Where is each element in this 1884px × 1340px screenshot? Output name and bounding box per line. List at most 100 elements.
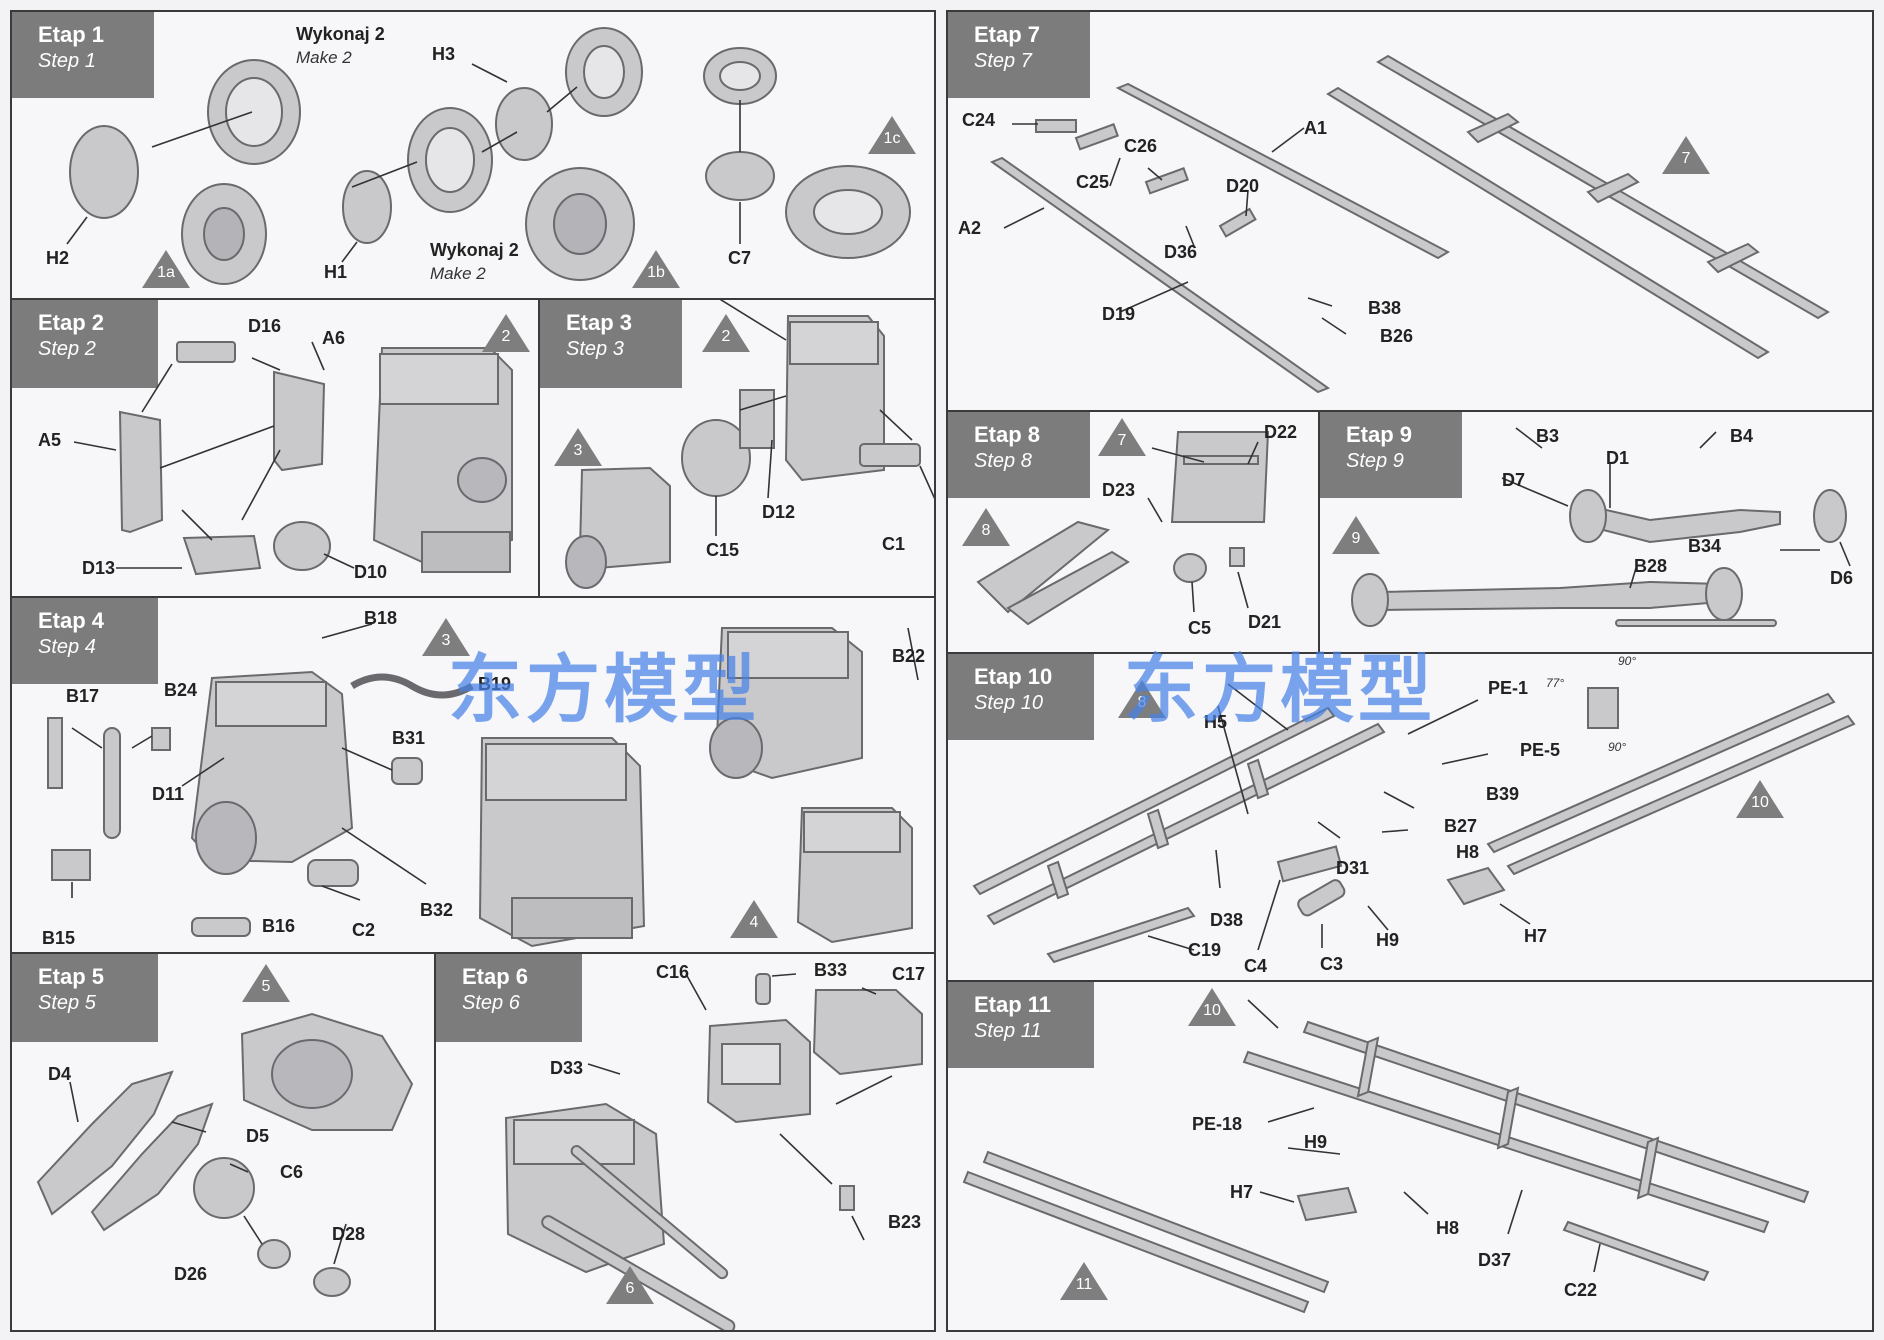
step-2-header: Etap 2 Step 2 xyxy=(12,300,158,388)
step-title: Etap 8 xyxy=(974,422,1041,447)
part-c1 xyxy=(859,443,921,467)
part-label: D10 xyxy=(354,562,388,582)
part-label: D26 xyxy=(174,1264,208,1284)
part-c2 xyxy=(307,859,359,887)
part-label: C6 xyxy=(280,1162,304,1182)
step-11-header: Etap 11 Step 11 xyxy=(948,982,1094,1068)
rod-b28 xyxy=(1615,619,1777,627)
step-2-drawing xyxy=(73,341,513,576)
step-title: Etap 11 xyxy=(974,992,1052,1017)
chassis-11-1 xyxy=(1302,1020,1810,1204)
part-label: B27 xyxy=(1444,816,1478,836)
part-label: H2 xyxy=(46,248,70,268)
step-11-panel: Etap 11 Step 11 PE-18 H9 H7 H8 D37 C22 1… xyxy=(946,980,1874,1332)
part-label: B31 xyxy=(392,728,426,748)
part-label: H5 xyxy=(1204,712,1228,732)
part-label: D11 xyxy=(152,784,185,804)
step-plate-h7 xyxy=(1296,1186,1358,1222)
step-1-panel: Etap 1 Step 1 xyxy=(10,10,936,300)
frame-rail-a2 xyxy=(989,156,1331,394)
step-subtitle: Step 10 xyxy=(974,692,1043,714)
part-label: B18 xyxy=(364,608,398,628)
part-label: C26 xyxy=(1124,136,1158,156)
step-1-header: Etap 1 Step 1 xyxy=(12,12,154,98)
step-8-panel: Etap 8 Step 8 D22 D23 C5 D21 7 8 xyxy=(946,410,1320,654)
part-label: B22 xyxy=(892,646,926,666)
rim-c7 xyxy=(705,151,775,201)
step-5-panel: Etap 5 Step 5 D4 D5 C6 D28 D26 5 xyxy=(10,952,436,1332)
part-label: C4 xyxy=(1244,956,1268,976)
part-d28 xyxy=(313,1267,351,1297)
step-badge: 3 xyxy=(554,428,602,466)
frame-bottom xyxy=(976,520,1111,614)
part-label: B16 xyxy=(262,916,296,936)
manifold-b19 xyxy=(350,673,474,699)
step-5-header: Etap 5 Step 5 xyxy=(12,954,158,1042)
part-label: B4 xyxy=(1730,426,1754,446)
step-title: Etap 1 xyxy=(38,22,105,47)
part-label: D28 xyxy=(332,1224,366,1244)
spring-c22 xyxy=(1562,1220,1710,1282)
belt-d11 xyxy=(103,727,121,839)
part-label: B24 xyxy=(164,680,198,700)
step-2-panel: Etap 2 Step 2 D16 A6 A5 D13 D10 xyxy=(10,298,540,598)
part-c6 xyxy=(193,1157,255,1219)
step-subtitle: Step 11 xyxy=(974,1020,1042,1042)
step-8-drawing xyxy=(976,431,1270,626)
step-badge: 8 xyxy=(962,508,1010,546)
part-label: D23 xyxy=(1102,480,1136,500)
part-label: C25 xyxy=(1076,172,1110,192)
frame-top xyxy=(1170,431,1270,523)
step-1-drawing xyxy=(66,27,911,285)
part-label: PE-18 xyxy=(1192,1114,1243,1134)
part-label: C16 xyxy=(656,962,690,982)
chassis-right-1 xyxy=(1486,692,1836,854)
part-label: H1 xyxy=(324,262,348,282)
part-b31 xyxy=(391,757,423,785)
hub-h1 xyxy=(342,170,392,244)
part-label: A6 xyxy=(322,328,346,348)
angle-label: 90° xyxy=(1608,740,1627,754)
part-label: D16 xyxy=(248,316,282,336)
step-11-drawing xyxy=(962,999,1810,1314)
step-subtitle: Step 2 xyxy=(38,338,96,360)
pulley-b24 xyxy=(151,727,171,751)
step-title: Etap 7 xyxy=(974,22,1041,47)
step-subtitle: Step 8 xyxy=(974,450,1032,472)
step-badge: 1c xyxy=(868,116,916,154)
step-title: Etap 10 xyxy=(974,664,1053,689)
step-badge: 10 xyxy=(1188,988,1236,1026)
part-label: D6 xyxy=(1830,568,1854,588)
part-label: D19 xyxy=(1102,304,1136,324)
step-badge: 3 xyxy=(422,618,470,656)
part-label: C1 xyxy=(882,534,906,554)
step-title: Etap 3 xyxy=(566,310,633,335)
part-label: D4 xyxy=(48,1064,72,1084)
part-label: D31 xyxy=(1336,858,1370,878)
part-label: PE-5 xyxy=(1520,740,1561,760)
part-label: B23 xyxy=(888,1212,922,1232)
part-c25 xyxy=(1074,123,1119,151)
step-subtitle: Step 3 xyxy=(566,338,624,360)
part-label: D38 xyxy=(1210,910,1244,930)
step-subtitle: Step 5 xyxy=(38,992,96,1014)
part-label: D13 xyxy=(82,558,116,578)
part-label: B15 xyxy=(42,928,76,948)
part-d10 xyxy=(273,521,331,571)
part-label: C15 xyxy=(706,540,740,560)
part-label: D7 xyxy=(1502,470,1526,490)
chassis-right-2 xyxy=(1506,714,1856,876)
part-label: D5 xyxy=(246,1126,270,1146)
part-d12 xyxy=(739,389,775,449)
part-c24 xyxy=(1035,119,1077,133)
step-title: Etap 2 xyxy=(38,310,105,335)
label-wykonaj: Wykonaj 2 xyxy=(296,24,385,44)
step-7-panel: Etap 7 Step 7 C24 xyxy=(946,10,1874,412)
part-b33 xyxy=(755,973,771,1005)
spring-c19 xyxy=(1046,906,1196,964)
chassis-lower-2 xyxy=(982,1150,1330,1294)
part-label: H3 xyxy=(432,44,456,64)
step-subtitle: Step 1 xyxy=(38,50,96,72)
step-badge: 11 xyxy=(1060,1262,1108,1300)
axle-d5 xyxy=(90,1102,214,1232)
